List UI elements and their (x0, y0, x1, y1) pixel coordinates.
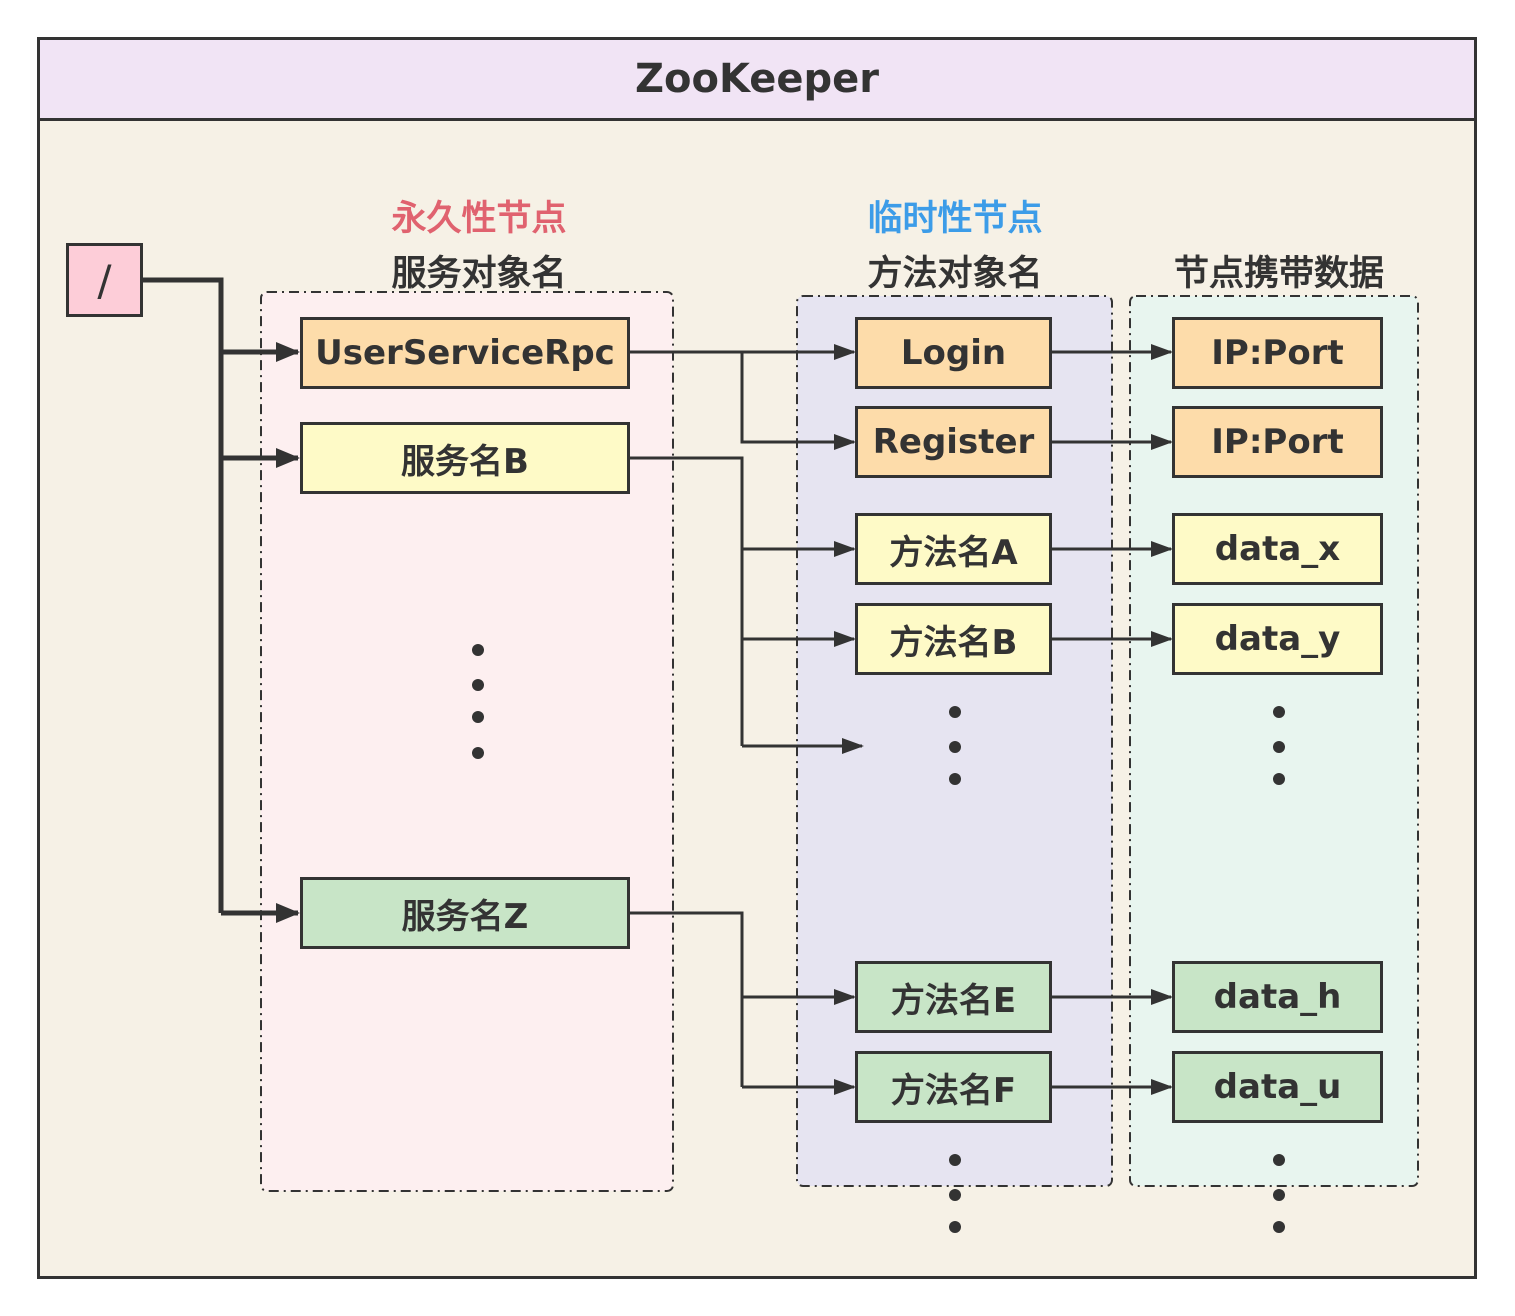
persistent-node-label: 永久性节点 (391, 199, 567, 239)
service-method-connectors (630, 344, 864, 1095)
data-node-register-ipport: IP:Port (1172, 406, 1383, 478)
data-node-h: data_h (1172, 961, 1383, 1033)
method-node-register: Register (855, 406, 1052, 478)
root-node: / (66, 243, 143, 317)
method-node-login: Login (855, 317, 1052, 389)
method-object-header: 方法对象名 (867, 254, 1043, 294)
method-node-f: 方法名F (855, 1051, 1052, 1123)
diagram-title: ZooKeeper (40, 40, 1474, 121)
root-connectors (142, 277, 300, 923)
method-node-a: 方法名A (855, 513, 1052, 585)
method-node-b: 方法名B (855, 603, 1052, 675)
method-data-connectors (1052, 344, 1173, 1095)
service-node-userservicerpc: UserServiceRpc (300, 317, 630, 389)
service-object-header: 服务对象名 (391, 254, 567, 294)
data-node-u: data_u (1172, 1051, 1383, 1123)
service-node-z: 服务名Z (300, 877, 630, 949)
service-node-b: 服务名B (300, 422, 630, 494)
method-node-e: 方法名E (855, 961, 1052, 1033)
data-node-x: data_x (1172, 513, 1383, 585)
data-node-login-ipport: IP:Port (1172, 317, 1383, 389)
data-node-y: data_y (1172, 603, 1383, 675)
persistent-region (260, 291, 674, 1192)
ephemeral-node-label: 临时性节点 (867, 199, 1043, 239)
node-data-header: 节点携带数据 (1173, 254, 1384, 294)
